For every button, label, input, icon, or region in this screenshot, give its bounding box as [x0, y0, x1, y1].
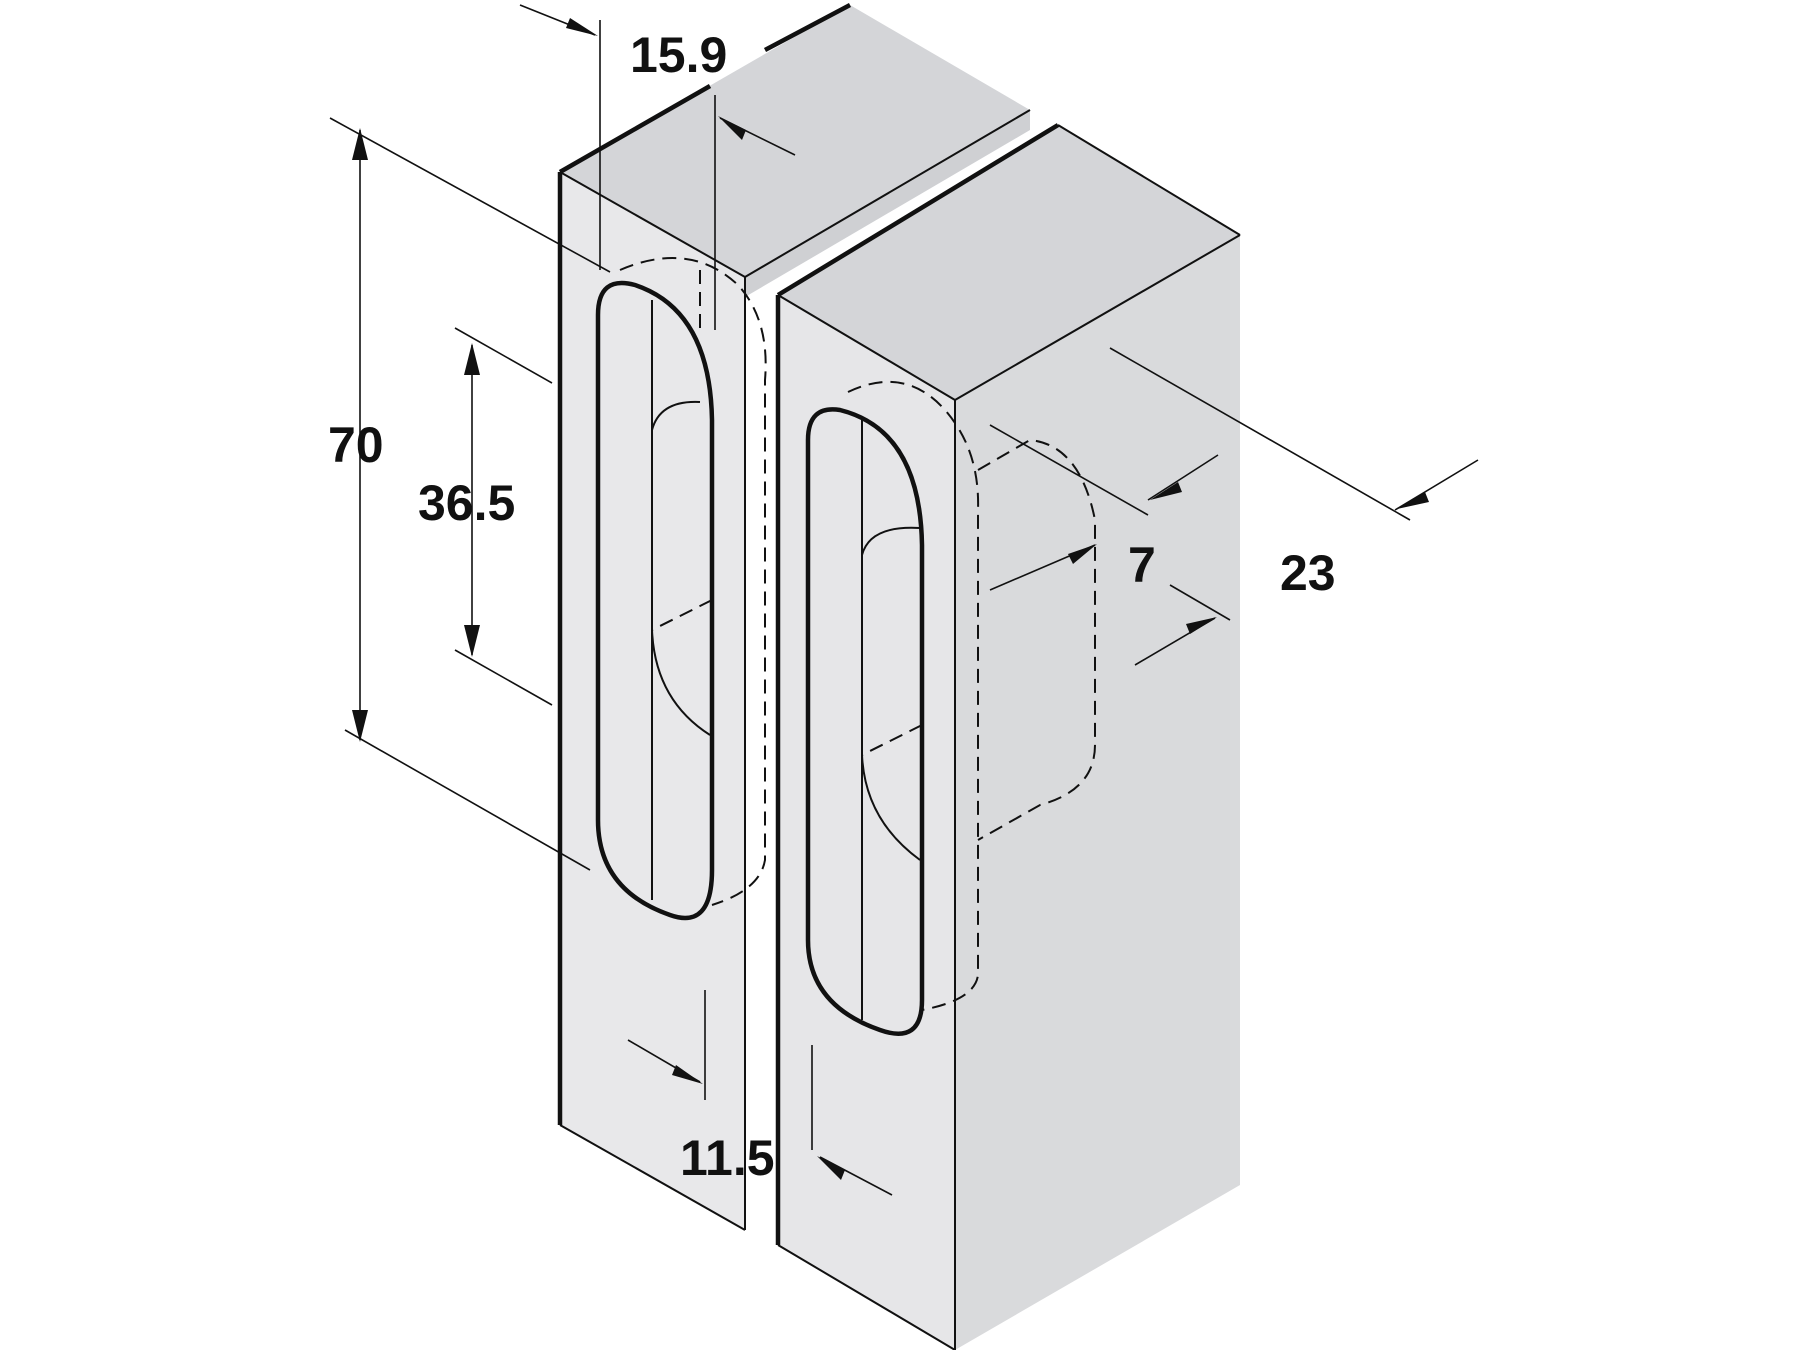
left-recess — [595, 257, 767, 921]
dim-label-height-total: 70 — [328, 417, 384, 473]
right-block — [775, 123, 1241, 1350]
dimension-70: 70 — [328, 117, 611, 871]
dimension-15-9: 15.9 — [519, 4, 796, 330]
dim-label-depth-inner: 7 — [1128, 537, 1156, 593]
dim-label-width-top: 15.9 — [630, 27, 727, 83]
dim-label-depth-total: 23 — [1280, 545, 1336, 601]
right-recess — [805, 380, 1096, 1036]
dim-label-width-bottom: 11.5 — [680, 1130, 775, 1186]
right-block-side — [955, 235, 1240, 1350]
dimension-36-5: 36.5 — [418, 327, 553, 706]
dimension-7: 7 — [989, 424, 1231, 666]
dimension-11-5: 11.5 — [627, 990, 893, 1196]
right-block-top — [778, 125, 1240, 400]
dim-label-height-inner: 36.5 — [418, 475, 515, 531]
left-panel-top — [560, 5, 1030, 277]
dimension-23: 23 — [1109, 347, 1479, 601]
right-block-front — [778, 295, 955, 1350]
left-panel-side — [745, 110, 1030, 297]
